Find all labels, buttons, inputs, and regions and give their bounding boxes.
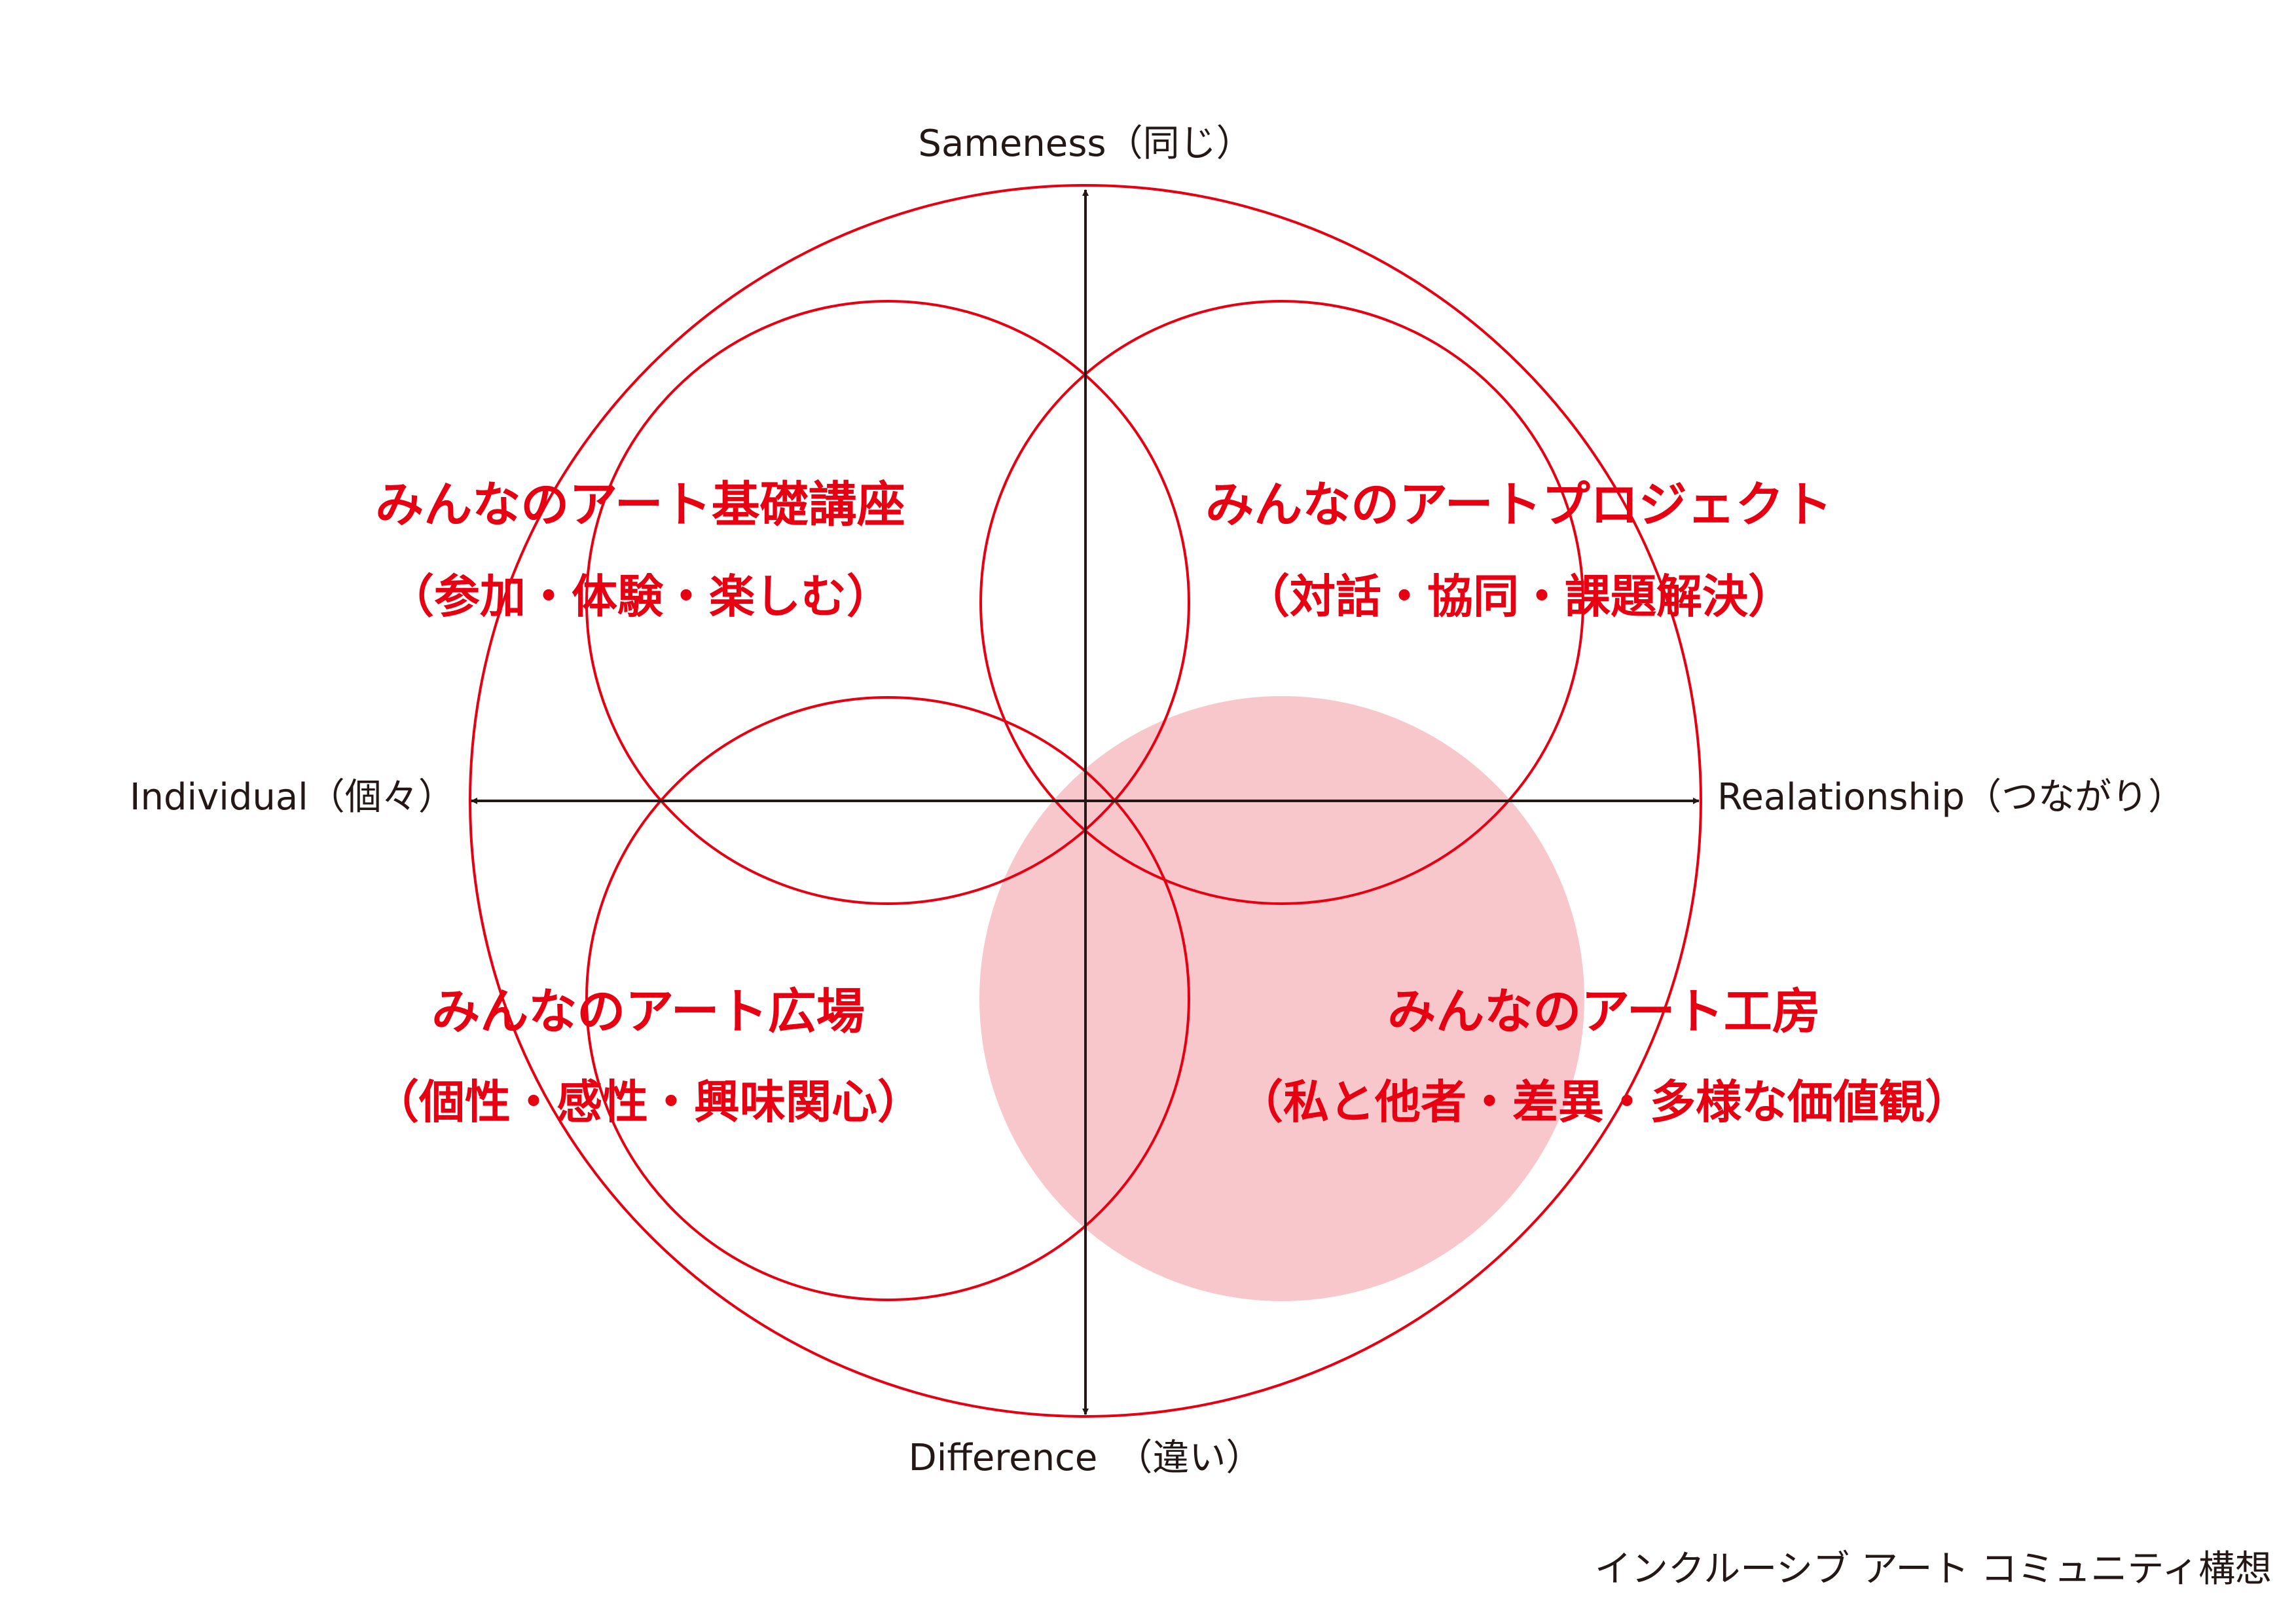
axis-label-right: Realationship（つながり）	[1717, 776, 2185, 819]
quadrant-bottom-left-title: みんなのアート広場	[431, 984, 865, 1040]
quadrant-bottom-left-subtitle: （個性・感性・興味関心）	[373, 1075, 923, 1129]
quadrant-top-right-title: みんなのアートプロジェクト	[1205, 477, 1832, 533]
axis-label-top: Sameness（同じ）	[918, 122, 1252, 165]
outer-circle	[469, 184, 1702, 1418]
axis-label-bottom: Difference （違い）	[909, 1437, 1263, 1479]
quadrant-top-left-subtitle: （参加・体験・楽しむ）	[388, 570, 892, 623]
circle-top-right	[979, 300, 1584, 905]
axis-label-left: Individual（個々）	[130, 776, 455, 819]
circle-bottom-left	[585, 696, 1190, 1301]
highlight-circle-bottom-right	[979, 696, 1584, 1301]
circle-top-left	[585, 300, 1190, 905]
quadrant-bottom-right-title: みんなのアート工房	[1387, 984, 1821, 1040]
quadrant-bottom-right-subtitle: （私と他者・差異・多様な価値観）	[1237, 1075, 1971, 1129]
quadrant-top-left-title: みんなのアート基礎講座	[375, 477, 905, 533]
quadrant-top-right-subtitle: （対話・協同・課題解決）	[1244, 570, 1794, 623]
footer-caption: インクルーシブ アート コミュニティ構想	[1595, 1548, 2272, 1591]
